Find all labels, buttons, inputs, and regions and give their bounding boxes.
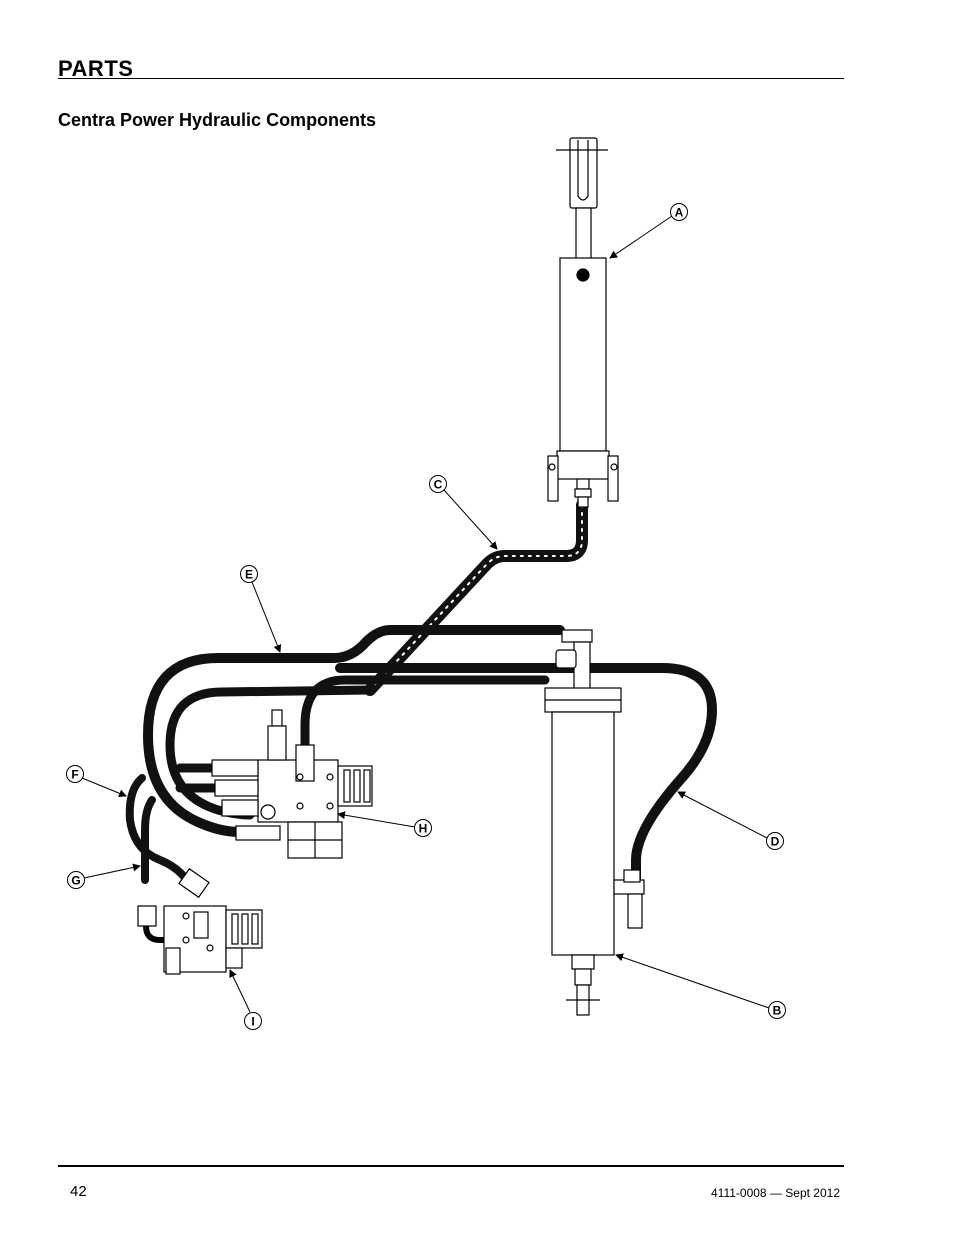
callout-d: D: [677, 791, 784, 850]
document-id: 4111-0008 — Sept 2012: [711, 1186, 840, 1200]
callout-c-label: C: [434, 478, 443, 492]
callout-f: F: [66, 765, 127, 798]
cylinder-a: [547, 137, 619, 508]
callout-h: H: [337, 811, 432, 837]
callout-g: G: [67, 863, 141, 889]
callout-e-label: E: [245, 568, 253, 582]
hose-d: [335, 663, 718, 885]
valve-i: [137, 867, 263, 975]
callout-d-label: D: [771, 835, 780, 849]
valve-h: [211, 709, 373, 859]
page-subheading: Centra Power Hydraulic Components: [58, 110, 377, 130]
callout-i-label: I: [251, 1015, 254, 1029]
header-rule: [58, 78, 844, 79]
page-number: 42: [70, 1183, 87, 1200]
callout-a: A: [609, 203, 688, 259]
hose-e: [142, 625, 565, 837]
callout-a-label: A: [675, 206, 684, 220]
callout-b: B: [615, 953, 786, 1019]
section-title: PARTS: [58, 56, 134, 81]
callout-h-label: H: [419, 822, 428, 836]
callout-i: I: [229, 969, 262, 1030]
hose-f-g: [125, 774, 194, 889]
cylinder-b: [544, 629, 645, 1016]
callout-b-label: B: [773, 1004, 782, 1018]
callout-f-label: F: [71, 768, 78, 782]
callout-e: E: [240, 565, 282, 653]
callout-c: C: [429, 475, 498, 550]
callout-g-label: G: [71, 874, 80, 888]
footer-rule: [58, 1165, 844, 1167]
hose-c: [364, 499, 588, 696]
